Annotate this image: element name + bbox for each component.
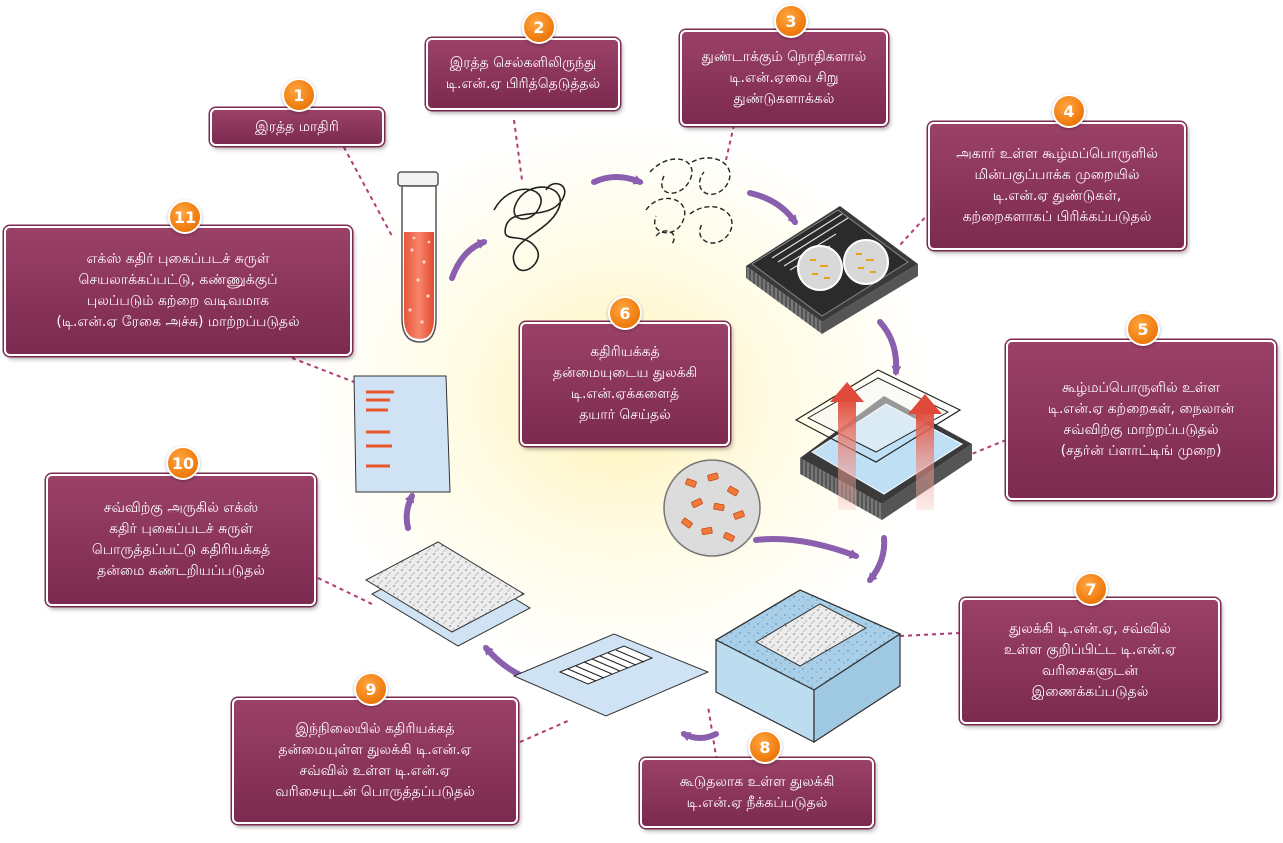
step-7-badge: 7 [1074,572,1108,606]
step-9-box: இந்நிலையில் கதிரியக்கத் தன்மையுள்ள துலக்… [232,698,518,824]
step-8-text: கூடுதலாக உள்ள துலக்கி டி.என்.ஏ நீக்கப்பட… [679,774,835,811]
step-5-text: கூழ்மப்பொருளில் உள்ள டி.என்.ஏ கற்றைகள், … [1047,380,1235,459]
step-10-box: சவ்விற்கு அருகில் எக்ஸ் கதிர் புகைப்படச்… [46,474,316,606]
step-11-text: எக்ஸ் கதிர் புகைப்படச் சுருள் செயலாக்கப்… [56,251,300,330]
membrane-with-bands [512,633,710,717]
extracted-dna-strand [493,182,566,272]
step-9-badge: 9 [354,672,388,706]
step-3-text: துண்டாக்கும் நொதிகளால் டி.என்.ஏவை சிறு த… [701,48,867,107]
flow-arrows [403,174,902,742]
step-11-box: எக்ஸ் கதிர் புகைப்படச் சுருள் செயலாக்கப்… [4,226,352,356]
step-3-badge: 3 [774,4,808,38]
blood-sample-tube [397,171,439,343]
step-11-badge: 11 [168,200,202,234]
step-2-box: இரத்த செல்களிலிருந்து டி.என்.ஏ பிரித்தெட… [426,38,620,110]
step-6-badge: 6 [608,296,642,330]
step-6-box: கதிரியக்கத் தன்மையுடைய துலக்கி டி.என்.ஏக… [520,322,730,446]
step-7-text: துலக்கி டி.என்.ஏ, சவ்வில் உள்ள குறிப்பிட… [1003,621,1177,700]
xray-film-on-membrane [364,541,532,647]
step-10-text: சவ்விற்கு அருகில் எக்ஸ் கதிர் புகைப்படச்… [91,500,271,579]
step-7-box: துலக்கி டி.என்.ஏ, சவ்வில் உள்ள குறிப்பிட… [960,598,1220,724]
step-4-box: அகார் உள்ள கூழ்மப்பொருளில் மின்பகுப்பாக்… [928,122,1186,250]
developed-xray-film [353,375,451,493]
step-8-box: கூடுதலாக உள்ள துலக்கி டி.என்.ஏ நீக்கப்பட… [640,758,874,828]
step-5-box: கூழ்மப்பொருளில் உள்ள டி.என்.ஏ கற்றைகள், … [1006,340,1276,500]
connector-lines [291,119,1007,769]
step-4-text: அகார் உள்ள கூழ்மப்பொருளில் மின்பகுப்பாக்… [956,146,1158,225]
gel-electrophoresis-tray [746,206,918,334]
hybridization-tank [714,589,902,744]
radioactive-probe-dish [663,459,761,557]
step-8-badge: 8 [748,730,782,764]
step-1-badge: 1 [282,78,316,112]
step-1-box: இரத்த மாதிரி [210,108,384,146]
step-3-box: துண்டாக்கும் நொதிகளால் டி.என்.ஏவை சிறு த… [680,30,888,126]
step-2-text: இரத்த செல்களிலிருந்து டி.என்.ஏ பிரித்தெட… [445,55,601,92]
step-2-badge: 2 [522,10,556,44]
step-4-badge: 4 [1052,94,1086,128]
step-10-badge: 10 [166,446,200,480]
step-1-text: இரத்த மாதிரி [255,118,339,135]
step-6-text: கதிரியக்கத் தன்மையுடைய துலக்கி டி.என்.ஏக… [552,344,698,423]
step-5-badge: 5 [1126,312,1160,346]
southern-blot-stack [794,369,972,520]
step-9-text: இந்நிலையில் கதிரியக்கத் தன்மையுள்ள துலக்… [275,721,475,800]
dna-fragments [645,157,733,245]
